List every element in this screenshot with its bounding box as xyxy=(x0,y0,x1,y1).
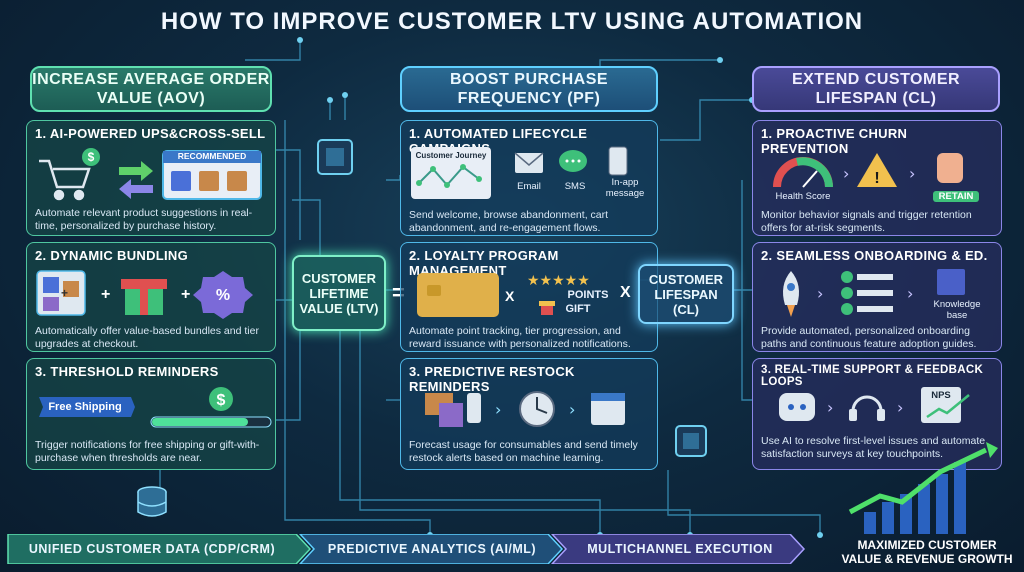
section-title: 2. DYNAMIC BUNDLING xyxy=(35,248,189,263)
section-lifecycle: 1. AUTOMATED LIFECYCLE CAMPAIGNS Custome… xyxy=(400,120,658,236)
points-label: POINTS xyxy=(567,289,609,301)
section-churn: 1. PROACTIVE CHURN PREVENTION › ! › Heal… xyxy=(752,120,1002,236)
customer-journey-icon xyxy=(411,147,491,199)
free-shipping-badge: Free Shipping xyxy=(48,401,122,413)
book-icon xyxy=(937,269,965,295)
rocket-icon xyxy=(783,271,799,317)
column-heading-cl: EXTEND CUSTOMER LIFESPAN (CL) xyxy=(752,66,1000,112)
ltv-box: CUSTOMER LIFETIME VALUE (LTV) xyxy=(292,255,386,331)
nps-label: NPS xyxy=(931,390,951,401)
section-desc: Automate point tracking, tier progressio… xyxy=(409,325,631,350)
svg-text:+: + xyxy=(181,286,190,303)
section-desc: Automate relevant product suggestions in… xyxy=(35,207,253,232)
section-upsell: 1. AI-POWERED UPS&CROSS-SELL $ RECOMMEND… xyxy=(26,120,276,236)
section-title: 1. AI-POWERED UPS&CROSS-SELL xyxy=(35,126,266,141)
svg-text:›: › xyxy=(843,164,849,183)
section-bundling: 1. AUTOMATED LIFECYCLE CAMPAIGNS 2. DYNA… xyxy=(26,242,276,352)
stars-icon: ★★★★★ xyxy=(527,273,590,289)
product-bundle-icon: + xyxy=(36,270,86,316)
journey-label: Customer Journey xyxy=(415,151,487,160)
discount-badge-icon: % xyxy=(193,271,253,319)
health-score-label: Health Score xyxy=(775,191,831,202)
section-desc: Automatically offer value-based bundles … xyxy=(35,325,259,350)
channel-inapp: In-app message xyxy=(605,177,645,199)
section-desc: Use AI to resolve first-level issues and… xyxy=(761,435,986,460)
times-sign: X xyxy=(620,284,631,301)
section-title: 3. REAL-TIME SUPPORT & FEEDBACK LOOPS xyxy=(761,364,984,388)
svg-text:›: › xyxy=(569,400,575,419)
section-desc: Send welcome, browse abandonment, cart a… xyxy=(409,209,609,234)
svg-text:+: + xyxy=(61,286,68,300)
chip-icon xyxy=(317,139,353,175)
section-desc: Provide automated, personalized onboardi… xyxy=(761,325,977,350)
svg-text:›: › xyxy=(817,284,823,303)
warning-icon: ! xyxy=(857,153,897,187)
channel-sms: SMS xyxy=(564,181,586,192)
svg-text:›: › xyxy=(909,164,915,183)
consumables-icon xyxy=(425,393,481,427)
svg-text:$: $ xyxy=(88,150,95,164)
nps-chart-icon xyxy=(921,387,970,423)
sms-icon xyxy=(559,150,587,172)
section-loyalty: 2. LOYALTY PROGRAM MANAGEMENT X ★★★★★ PO… xyxy=(400,242,658,352)
chatbot-icon xyxy=(779,393,815,421)
svg-text:%: % xyxy=(216,287,230,304)
credit-card-icon xyxy=(417,273,499,317)
dollar-coin-icon: $ xyxy=(82,148,100,166)
gift-label: GIFT xyxy=(565,303,591,315)
gauge-icon xyxy=(773,157,833,188)
channel-email: Email xyxy=(517,181,541,192)
gift-box-icon xyxy=(121,279,167,315)
email-icon xyxy=(514,152,544,173)
gift-box-icon xyxy=(539,301,555,315)
chip-icon xyxy=(675,425,707,457)
section-threshold: 3. THRESHOLD REMINDERS $ Free Shipping T… xyxy=(26,358,276,470)
svg-text:›: › xyxy=(897,398,903,417)
calendar-icon xyxy=(591,393,625,425)
page-title: HOW TO IMPROVE CUSTOMER LTV USING AUTOMA… xyxy=(160,8,864,35)
bar-predictive-analytics: PREDICTIVE ANALYTICS (AI/ML) xyxy=(327,542,537,556)
svg-text:›: › xyxy=(827,398,833,417)
section-title: 1. PROACTIVE CHURN PREVENTION xyxy=(761,126,908,156)
column-heading-aov: INCREASE AVERAGE ORDER VALUE (AOV) xyxy=(30,66,272,112)
phone-icon xyxy=(608,146,628,176)
svg-text:›: › xyxy=(907,284,913,303)
section-title: 3. THRESHOLD REMINDERS xyxy=(35,364,219,379)
cl-box: CUSTOMER LIFESPAN (CL) xyxy=(638,264,734,324)
growth-chart-icon xyxy=(848,442,998,534)
database-icon xyxy=(137,486,167,517)
dollar-coin-icon: $ xyxy=(209,387,233,411)
exchange-arrows-icon xyxy=(119,161,153,199)
headset-icon xyxy=(849,395,885,421)
bar-unified-data: UNIFIED CUSTOMER DATA (CDP/CRM) xyxy=(28,542,276,556)
column-heading-pf: BOOST PURCHASE FREQUENCY (PF) xyxy=(400,66,658,112)
hand-icon xyxy=(937,153,963,183)
shopping-cart-icon xyxy=(39,159,91,201)
svg-text:›: › xyxy=(495,400,501,419)
section-restock: 3. PREDICTIVE RESTOCK REMINDERS › › Fore… xyxy=(400,358,658,470)
recommended-products-icon xyxy=(162,150,262,200)
recommended-badge: RECOMMENDED xyxy=(177,151,247,161)
svg-text:★★★★★: ★★★★★ xyxy=(527,273,590,289)
knowledge-base-label: Knowledge base xyxy=(933,299,981,321)
section-support: 3. REAL-TIME SUPPORT & FEEDBACK LOOPS › … xyxy=(752,358,1002,470)
bottom-arrows xyxy=(7,534,806,564)
bar-multichannel: MULTICHANNEL EXECUTION xyxy=(587,542,773,556)
progress-bar-icon xyxy=(150,416,272,428)
section-desc: Monitor behavior signals and trigger ret… xyxy=(761,209,972,234)
checklist-icon xyxy=(841,271,893,315)
svg-text:!: ! xyxy=(874,170,879,187)
svg-text:$: $ xyxy=(217,392,226,409)
retain-badge: RETAIN xyxy=(933,191,979,202)
growth-label: MAXIMIZED CUSTOMER VALUE & REVENUE GROWT… xyxy=(841,538,1013,566)
section-title: 3. PREDICTIVE RESTOCK REMINDERS xyxy=(409,364,575,394)
clock-icon xyxy=(519,391,555,427)
section-onboarding: 2. SEAMLESS ONBOARDING & ED. › › Knowled… xyxy=(752,242,1002,352)
section-desc: Forecast usage for consumables and send … xyxy=(409,439,638,464)
svg-text:+: + xyxy=(101,286,110,303)
section-title: 2. SEAMLESS ONBOARDING & ED. xyxy=(761,248,988,263)
svg-text:X: X xyxy=(505,288,515,304)
section-desc: Trigger notifications for free shipping … xyxy=(35,439,260,464)
